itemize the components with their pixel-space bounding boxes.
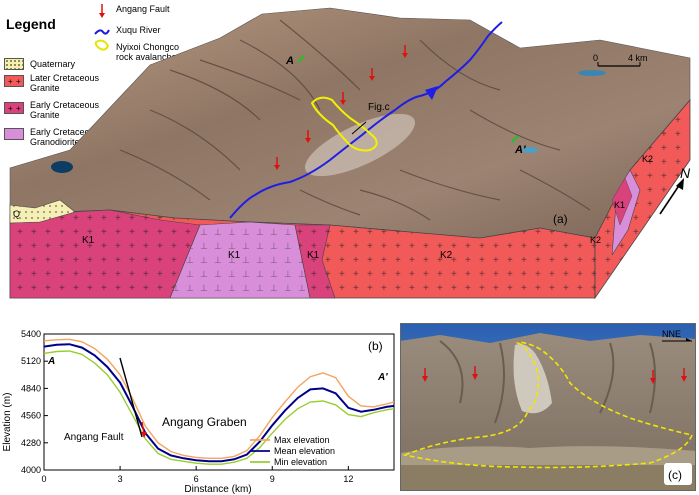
chart-mark-a-prime: A' — [377, 372, 388, 383]
x-tick-label: 0 — [41, 474, 46, 484]
legend-title: Legend — [6, 16, 56, 32]
legend-entry: Min elevation — [274, 457, 327, 467]
scale-bar: 0 4 km — [593, 53, 648, 67]
x-tick-label: 6 — [194, 474, 199, 484]
fault-arrows — [274, 45, 408, 170]
legend-label-river: Xuqu River — [116, 25, 161, 35]
y-tick-label: 5400 — [21, 329, 41, 339]
xuqu-river — [229, 21, 503, 219]
svg-text:+: + — [8, 104, 13, 113]
photo-avalanche-outline — [402, 341, 694, 469]
granodiorite-swatch — [4, 128, 24, 140]
svg-text:4 km: 4 km — [628, 53, 648, 63]
series-line-mean-elevation — [43, 343, 395, 463]
y-tick-label: 4280 — [21, 438, 41, 448]
lake — [51, 161, 73, 173]
unit-label-k1side: K1 — [614, 200, 625, 210]
river-line-icon — [94, 29, 110, 35]
x-tick-label: 12 — [343, 474, 353, 484]
panel-label-c: (c) — [668, 468, 682, 482]
y-tick-label: 5120 — [21, 356, 41, 366]
chart-series — [43, 338, 395, 465]
river-direction-arrow-icon — [425, 86, 438, 100]
x-tick-label: 9 — [270, 474, 275, 484]
profile-chart: 0 3 6 9 12 4000 4280 4560 4840 5120 5400 Max eleva… — [2, 329, 395, 495]
legend-entry: Max elevation — [274, 435, 330, 445]
svg-text:N: N — [680, 165, 691, 181]
chart-xlabel: Dinstance (km) — [184, 484, 251, 495]
k1-swatch: ++ — [4, 102, 24, 114]
series-line-max-elevation — [43, 338, 395, 460]
svg-text:+: + — [8, 77, 13, 86]
svg-text:0: 0 — [593, 53, 598, 63]
chart-graben-label: Angang Graben — [162, 415, 247, 429]
legend-entry: Mean elevation — [274, 446, 335, 456]
figc-pointer — [351, 121, 367, 135]
quaternary-swatch — [4, 58, 24, 70]
chart-mark-a: A — [47, 356, 55, 367]
plot-frame — [43, 333, 395, 471]
figc-label: Fig.c — [368, 102, 390, 113]
profile-mark-a: A — [285, 55, 294, 67]
block-diagram: + ⊥ Fig.c — [9, 7, 691, 300]
unit-label-k1a: K1 — [82, 235, 95, 246]
field-photo: NNE (c) — [400, 323, 696, 491]
chart-ylabel: Elevation (m) — [2, 393, 13, 452]
unit-label-k1c: K1 — [307, 250, 320, 261]
legend-label-quaternary: Quaternary — [30, 59, 76, 69]
svg-text:+: + — [16, 104, 21, 113]
photo-direction-arrow-icon — [686, 338, 692, 341]
unit-label-k2a: K2 — [440, 250, 453, 261]
unit-label-k2c: K2 — [590, 235, 601, 245]
y-tick-label: 4000 — [21, 465, 41, 475]
panel-label-a: (a) — [553, 212, 568, 226]
unit-label-q: Q — [13, 209, 20, 219]
terrain-surface — [9, 7, 691, 239]
x-tick-label: 3 — [118, 474, 123, 484]
north-arrow-icon: N — [659, 165, 691, 215]
svg-text:+: + — [16, 77, 21, 86]
profile-mark-a-prime: A' — [514, 144, 526, 156]
y-tick-label: 4560 — [21, 411, 41, 421]
unit-label-k1b: K1 — [228, 250, 241, 261]
photo-fault-arrows — [422, 366, 687, 384]
avalanche-outline-icon — [94, 39, 110, 51]
series-line-min-elevation — [43, 350, 395, 465]
y-tick-label: 4840 — [21, 383, 41, 393]
avalanche-outline — [310, 96, 378, 152]
legend-symbols — [94, 4, 110, 51]
panel-label-b: (b) — [368, 339, 383, 353]
k2-swatch: ++ — [4, 75, 24, 87]
chart-fault-label: Angang Fault — [64, 432, 124, 443]
photo-direction-label: NNE — [662, 329, 681, 339]
unit-label-k2b: K2 — [642, 154, 653, 164]
legend-label-fault: Angang Fault — [116, 4, 170, 14]
